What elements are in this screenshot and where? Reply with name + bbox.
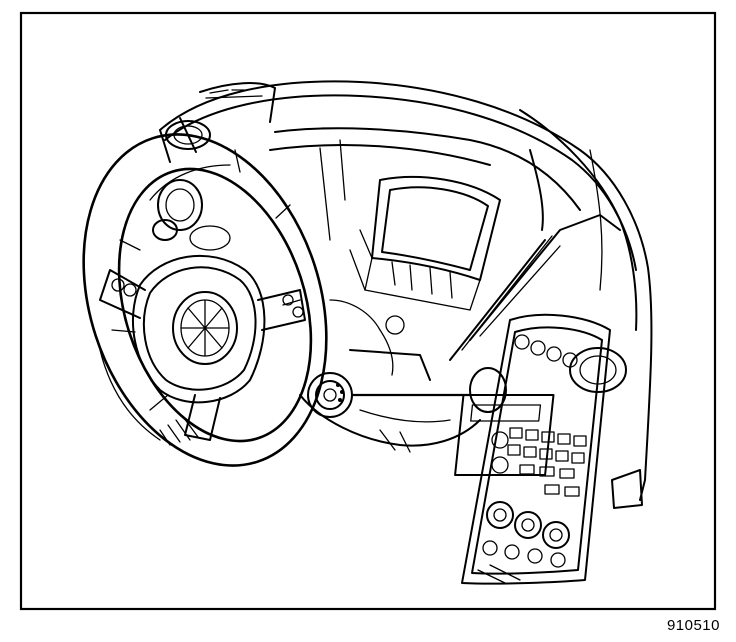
dashboard-panel xyxy=(159,80,653,509)
climate-control-knobs xyxy=(477,501,570,584)
steering-wheel xyxy=(82,133,328,467)
figure-number: 910510 xyxy=(666,617,720,634)
figure-frame xyxy=(19,11,717,611)
instrument-cluster xyxy=(349,175,501,311)
radio-buttons xyxy=(491,427,587,497)
a-pillar xyxy=(449,214,621,361)
center-stack xyxy=(454,313,627,585)
left-air-vents xyxy=(152,120,211,241)
